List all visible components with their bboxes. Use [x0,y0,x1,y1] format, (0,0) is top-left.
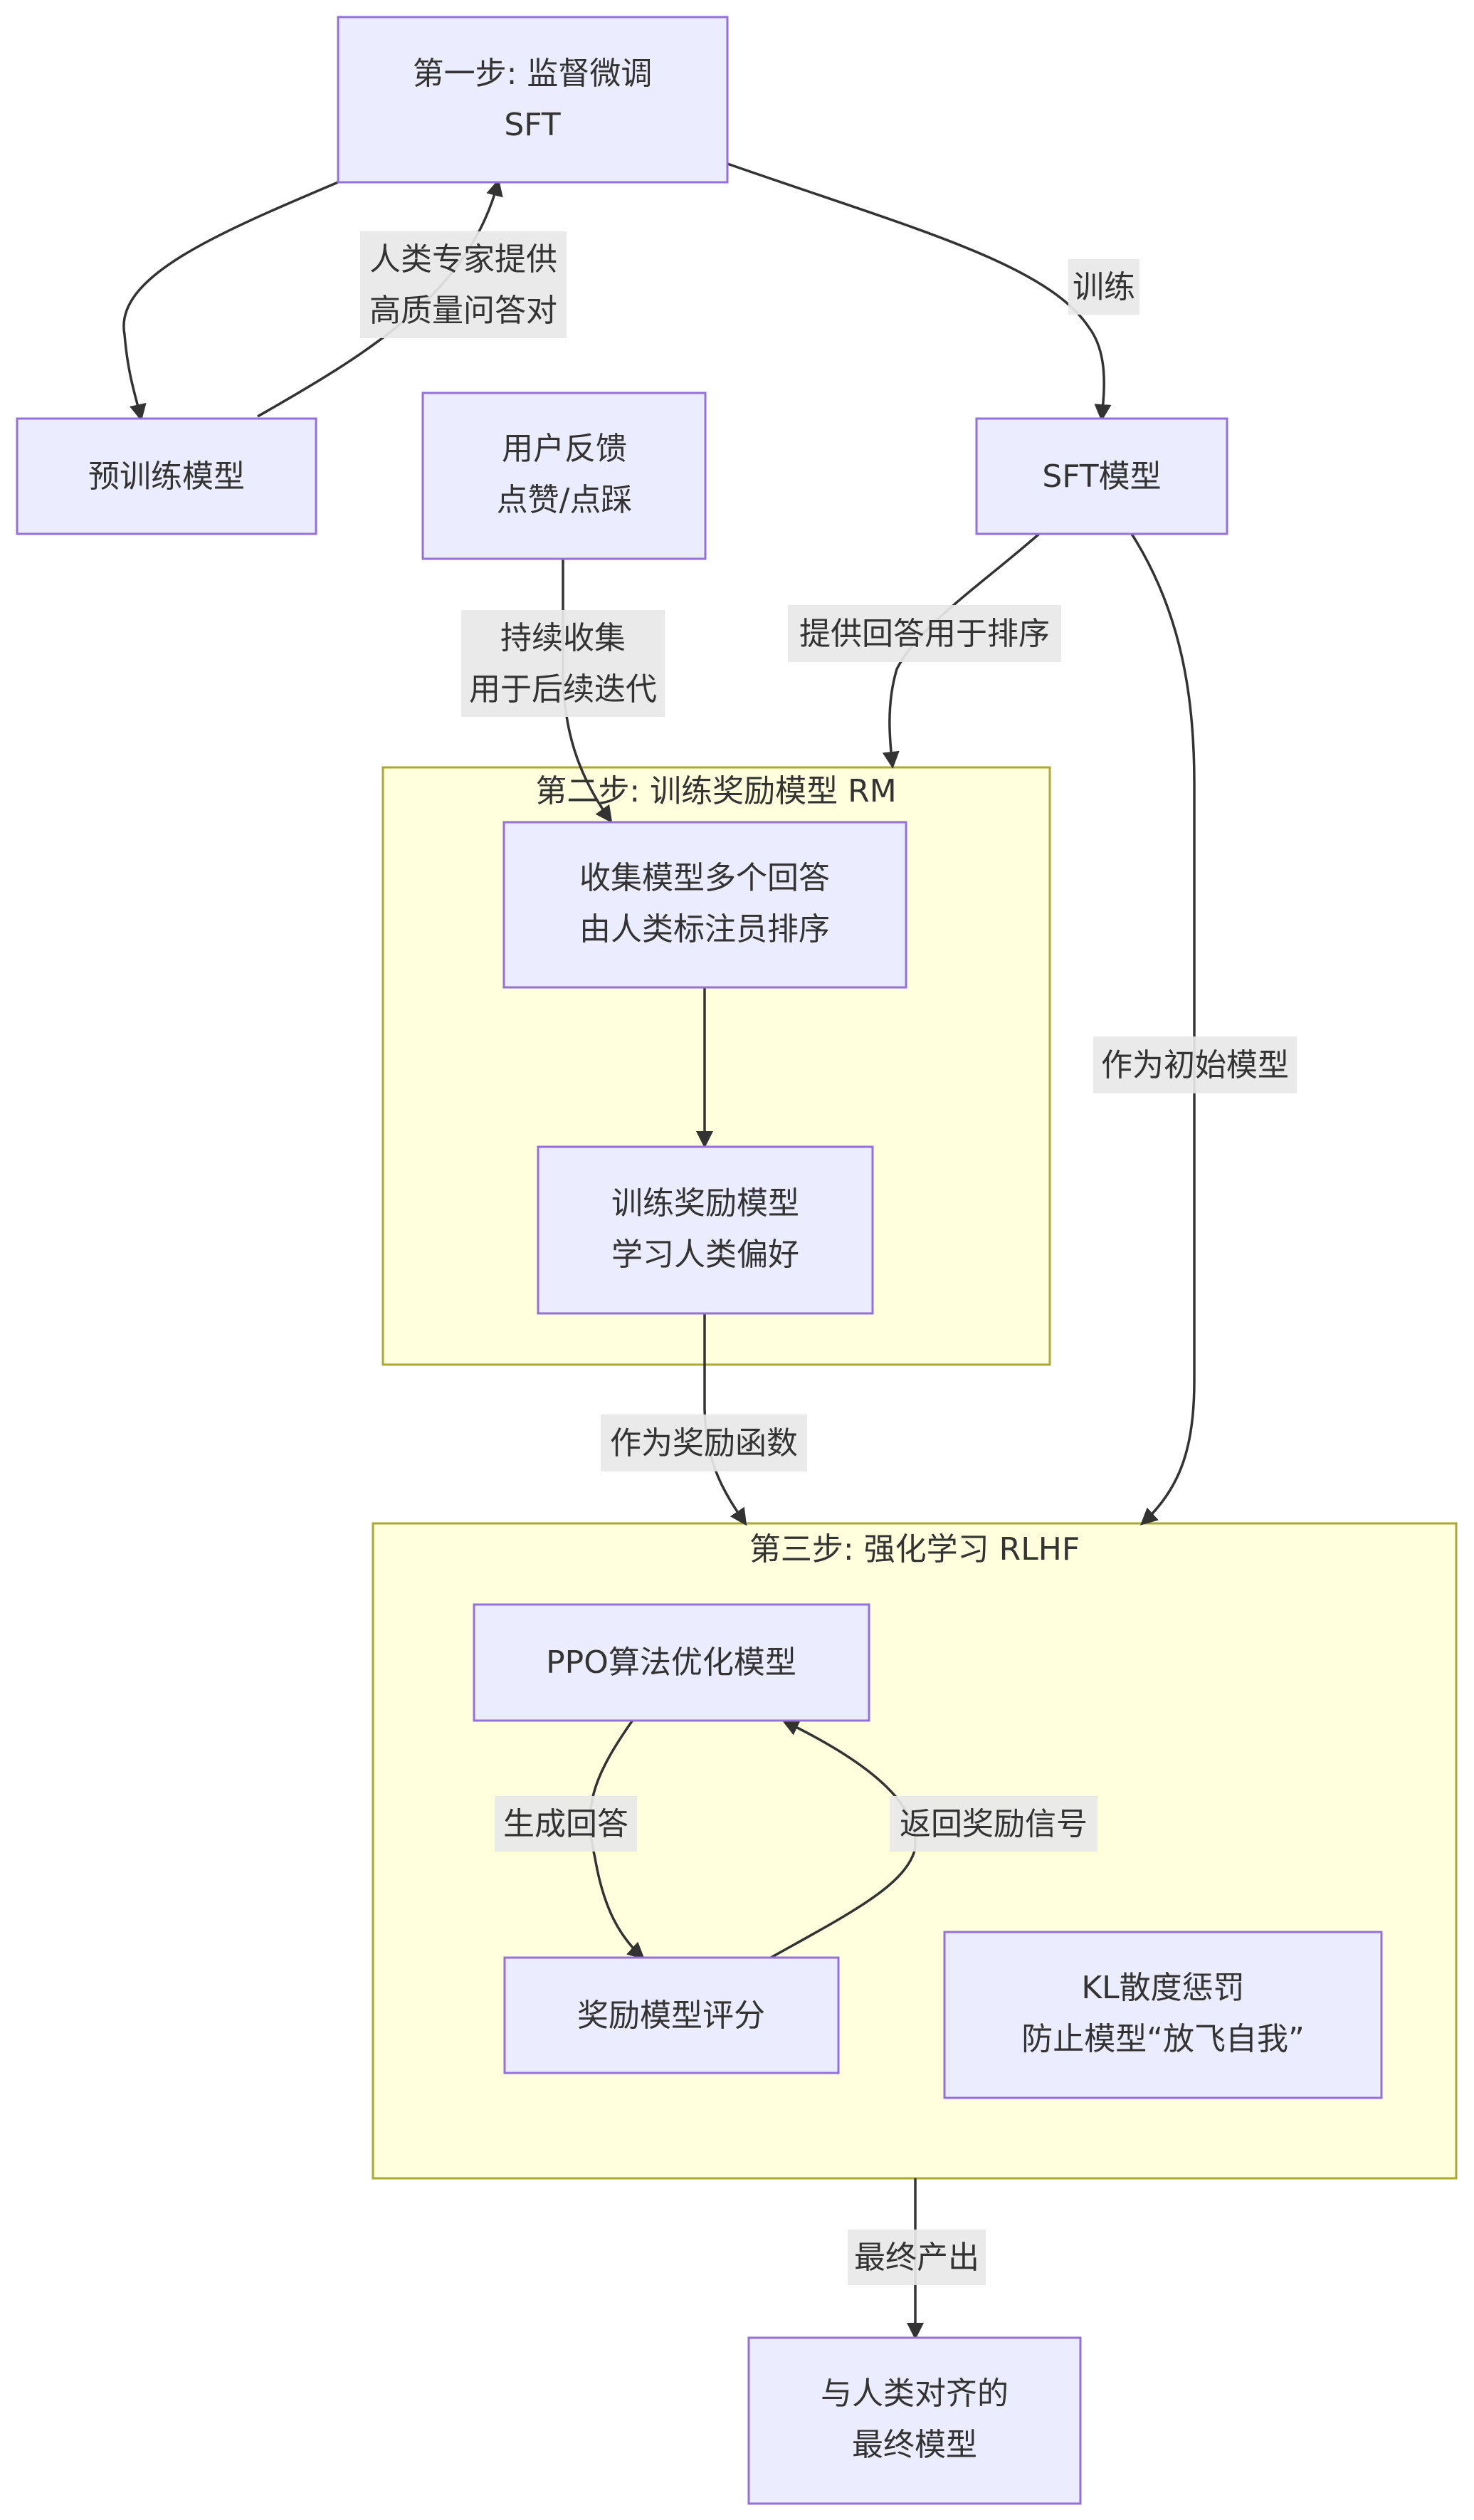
node-pretrained-model: 预训练模型 [16,417,317,535]
edge-label-expert-line2: 高质量问答对 [369,293,557,329]
edge-label-rlhf-to-final: 最终产出 [848,2230,986,2285]
edge-sftmodel-to-rlhf [1130,533,1196,1526]
edge-label-sft-to-sftmodel: 训练 [1068,259,1139,315]
node-user-feedback-line2: 点赞/点踩 [497,482,633,518]
edge-label-train-to-rlhf: 作为奖励函数 [601,1414,807,1471]
edge-label-sftmodel-to-rm: 提供回答用于排序 [788,605,1061,662]
node-pretrained-model-label: 预训练模型 [88,458,245,495]
edge-label-train: 训练 [1073,269,1135,305]
node-collect-answers-line2: 由人类标注员排序 [579,911,830,947]
node-sft-step-line1: 第一步: 监督微调 [413,56,653,92]
edge-label-init-model: 作为初始模型 [1101,1047,1289,1083]
node-train-reward-model-line1: 训练奖励模型 [611,1185,799,1222]
edge-label-ranking: 提供回答用于排序 [799,616,1050,652]
edge-label-feedback-line1: 持续收集 [500,620,626,656]
edge-label-sftmodel-to-rlhf: 作为初始模型 [1093,1036,1297,1093]
node-sft-model: SFT模型 [975,417,1228,535]
node-sft-model-label: SFT模型 [1042,458,1161,495]
node-final-model-line1: 与人类对齐的 [821,2375,1009,2412]
edge-label-pretrained-to-sft: 人类专家提供 高质量问答对 [360,231,567,338]
node-user-feedback: 用户反馈 点赞/点踩 [421,392,707,560]
node-final-model: 与人类对齐的 最终模型 [747,2336,1082,2505]
node-collect-answers-line1: 收集模型多个回答 [579,860,830,896]
node-kl-penalty-line2: 防止模型“放飞自我” [1021,2021,1305,2057]
cluster-rlhf-title: 第三步: 强化学习 RLHF [749,1531,1080,1568]
edge-label-score-to-ppo: 返回奖励信号 [890,1796,1097,1852]
node-final-model-line2: 最终模型 [852,2427,977,2463]
node-reward-score-label: 奖励模型评分 [577,1997,765,2034]
edge-label-final-output: 最终产出 [854,2240,979,2276]
edge-label-feedback-to-collect: 持续收集 用于后续迭代 [461,610,665,717]
node-ppo-label: PPO算法优化模型 [546,1644,796,1681]
edge-labels: 人类专家提供 高质量问答对 训练 持续收集 用于后续迭代 提供回答用于排序 作为… [360,231,1297,2285]
edge-sft-to-sftmodel [727,162,1112,421]
edge-sft-to-pretrained [122,181,339,421]
node-sft-step-line2: SFT [504,107,560,143]
node-train-reward-model: 训练奖励模型 学习人类偏好 [537,1145,874,1315]
node-user-feedback-line1: 用户反馈 [502,431,627,467]
node-kl-penalty: KL散度惩罚 防止模型“放飞自我” [943,1931,1383,2099]
edge-label-ppo-to-score: 生成回答 [495,1796,637,1852]
cluster-reward-model-title: 第二步: 训练奖励模型 RM [535,773,896,809]
node-train-reward-model-line2: 学习人类偏好 [611,1237,799,1273]
node-collect-answers: 收集模型多个回答 由人类标注员排序 [502,821,907,989]
node-reward-score: 奖励模型评分 [503,1956,840,2074]
edge-ppo-to-score [589,1718,645,1960]
edge-label-feedback-line2: 用于后续迭代 [469,671,657,708]
node-kl-penalty-line1: KL散度惩罚 [1081,1970,1244,2006]
edge-label-reward-signal: 返回奖励信号 [900,1806,1088,1842]
edge-label-generate: 生成回答 [503,1806,628,1842]
edge-label-reward-fn: 作为奖励函数 [610,1425,798,1461]
edge-label-expert-line1: 人类专家提供 [369,241,557,278]
node-sft-step: 第一步: 监督微调 SFT [337,16,729,184]
node-ppo: PPO算法优化模型 [473,1603,870,1722]
